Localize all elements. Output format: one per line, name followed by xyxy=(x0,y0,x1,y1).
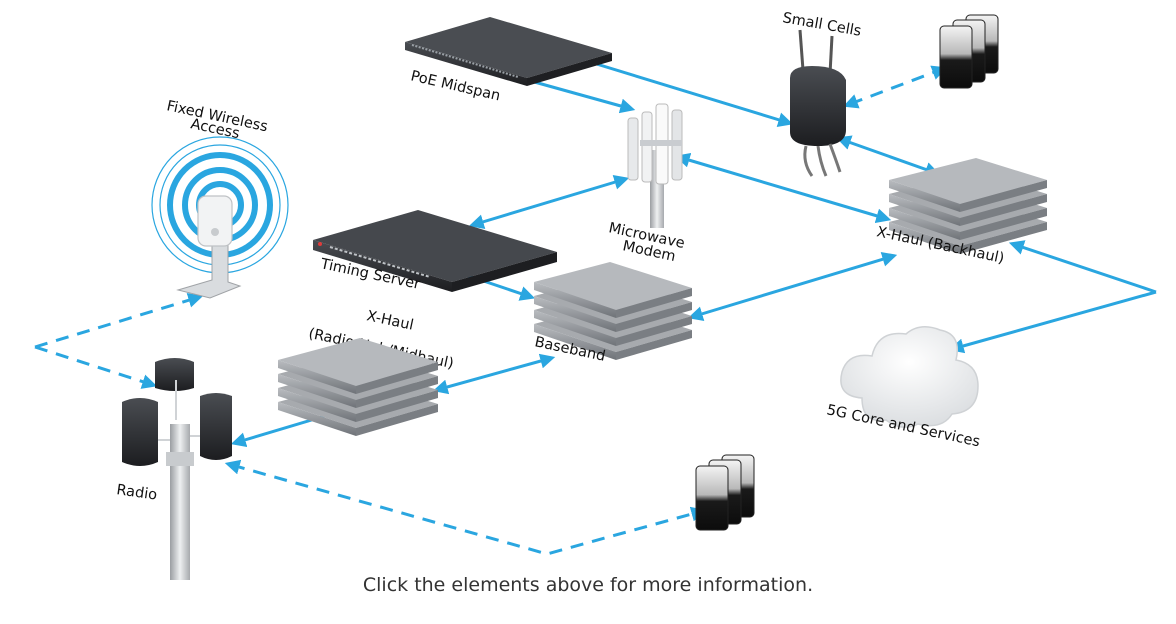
link-baseband-backhaul xyxy=(687,251,898,322)
link-core-cloud xyxy=(948,290,1157,354)
poe-midspan-icon[interactable] xyxy=(405,17,612,86)
link-fwa-radio-b xyxy=(34,345,158,389)
radio-tower-icon[interactable] xyxy=(122,358,232,580)
xhaul-backhaul-icon[interactable] xyxy=(889,158,1047,254)
link-radio-phones xyxy=(224,459,707,556)
link-microwave-backhaul xyxy=(674,152,892,224)
xhaul-radio-label-1: X-Haul xyxy=(365,308,415,334)
radio-label: Radio xyxy=(115,482,158,504)
instruction-caption: Click the elements above for more inform… xyxy=(362,574,814,596)
xhaul-radio-hub-icon[interactable] xyxy=(278,338,438,436)
phone-stack-icon[interactable] xyxy=(939,14,999,89)
link-smallcells-phones xyxy=(842,65,948,109)
link-poe-smallcells xyxy=(589,60,794,127)
link-fwa-radio xyxy=(34,293,204,349)
baseband-icon[interactable] xyxy=(534,262,692,360)
phone-stack-icon-bottom[interactable] xyxy=(695,454,755,531)
link-smallcells-backhaul xyxy=(835,135,941,177)
link-microwave-timing xyxy=(468,174,630,230)
small-cells-icon[interactable] xyxy=(790,29,846,177)
small-cells-label: Small Cells xyxy=(781,10,862,40)
timing-server-icon[interactable] xyxy=(313,210,557,292)
link-poe-microwave xyxy=(519,76,636,114)
link-core-backhaul xyxy=(1008,240,1157,294)
link-baseband-radiohub xyxy=(432,353,556,395)
fixed-wireless-icon[interactable] xyxy=(151,136,289,299)
cloud-icon[interactable] xyxy=(840,326,979,428)
microwave-modem-icon[interactable] xyxy=(627,103,683,228)
